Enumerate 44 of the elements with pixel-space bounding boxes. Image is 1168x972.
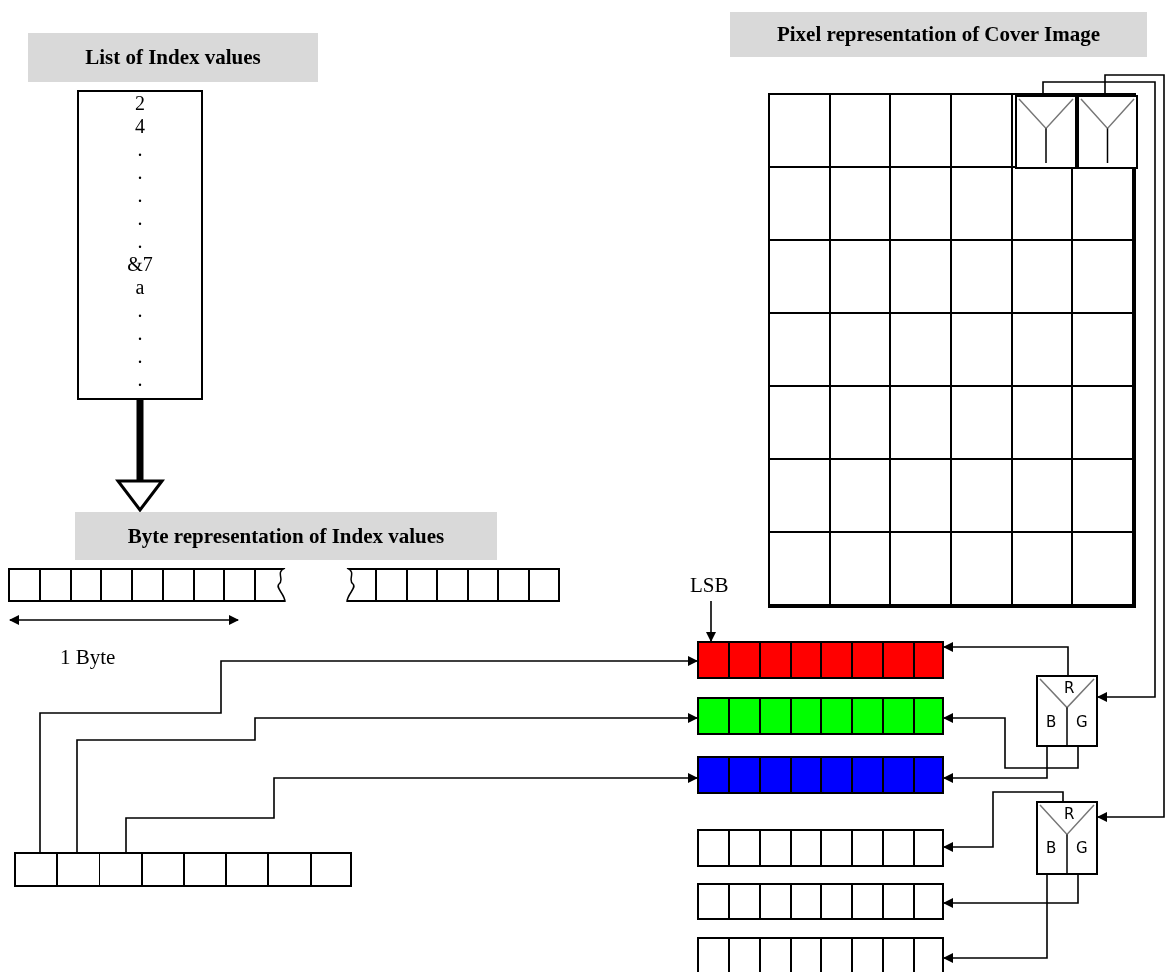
byte-strip xyxy=(14,852,352,887)
byte-strip xyxy=(697,829,944,867)
byte-strip xyxy=(697,937,944,972)
arrow xyxy=(125,773,698,853)
index-value: . xyxy=(137,184,143,207)
index-value: &7 xyxy=(127,253,153,276)
lsb-label: LSB xyxy=(690,573,740,601)
index-value: . xyxy=(137,138,143,161)
heading-band xyxy=(28,33,318,82)
byte-strip xyxy=(347,568,560,602)
channel-byte-bar xyxy=(697,697,944,735)
byte-strip xyxy=(697,883,944,920)
arrow xyxy=(943,874,1048,963)
pixel-grid xyxy=(768,93,1136,608)
index-value: a xyxy=(135,276,145,299)
index-value: . xyxy=(137,161,143,184)
index-value: 4 xyxy=(135,115,145,138)
arrow xyxy=(943,874,1079,908)
heading-text: List of Index values xyxy=(85,45,261,70)
arrow xyxy=(943,642,1069,676)
arrow xyxy=(943,713,1079,769)
heading-band xyxy=(730,12,1147,57)
arrow xyxy=(1042,81,1156,702)
arrow xyxy=(39,656,698,853)
index-value: . xyxy=(137,207,143,230)
byte-strip xyxy=(8,568,285,602)
arrow xyxy=(706,600,716,642)
arrow xyxy=(1097,74,1165,822)
heading-text: Byte representation of Index values xyxy=(127,523,445,549)
index-value: . xyxy=(137,299,143,322)
index-value: . xyxy=(137,368,143,391)
index-value: . xyxy=(137,345,143,368)
index-value: . xyxy=(137,322,143,345)
index-value: . xyxy=(137,230,143,253)
list-box xyxy=(77,90,203,400)
index-value: 2 xyxy=(135,92,145,115)
arrow xyxy=(943,746,1048,783)
dimension-text: 1 Byte xyxy=(60,645,116,670)
channel-byte-bar xyxy=(697,641,944,679)
heading-text: Pixel representation of Cover Image xyxy=(776,22,1101,47)
heading-band xyxy=(75,512,497,560)
channel-byte-bar xyxy=(697,756,944,794)
arrow xyxy=(943,791,1064,852)
arrow xyxy=(76,713,698,853)
